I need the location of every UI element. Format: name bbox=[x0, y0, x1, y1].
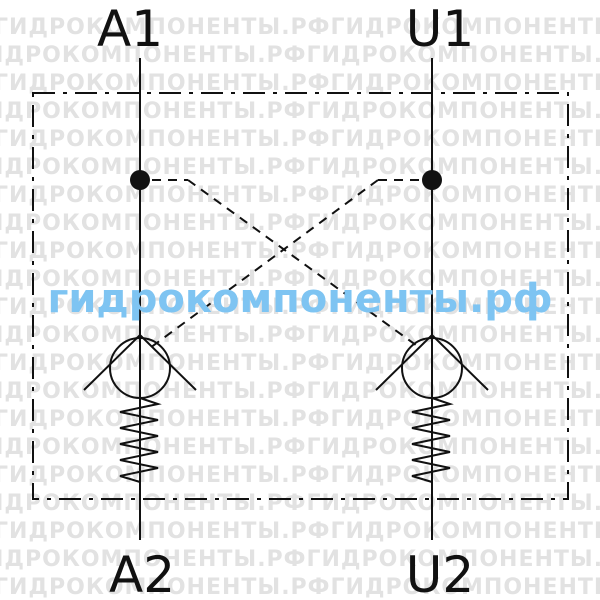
check-valve-left bbox=[83, 333, 197, 483]
main-watermark: гидрокомпоненты.рф bbox=[47, 276, 552, 322]
watermark-row: ГИДРОКОМПОНЕНТЫ.РФГИДРОКОМПОНЕНТЫ.РФГИДР… bbox=[0, 463, 600, 488]
watermark-row: ГИДРОКОМПОНЕНТЫ.РФГИДРОКОМПОНЕНТЫ.РФГИДР… bbox=[0, 351, 600, 376]
watermark-row: ГИДРОКОМПОНЕНТЫ.РФГИДРОКОМПОНЕНТЫ.РФГИДР… bbox=[0, 323, 600, 348]
check-valve-left-spring bbox=[119, 397, 162, 483]
watermark-row: ГИДРОКОМПОНЕНТЫ.РФГИДРОКОМПОНЕНТЫ.РФГИДР… bbox=[0, 127, 600, 152]
port-label-u2: U2 bbox=[406, 546, 474, 600]
watermark-row: ГИДРОКОМПОНЕНТЫ.РФГИДРОКОМПОНЕНТЫ.РФГИДР… bbox=[0, 519, 600, 544]
watermark-row: ГИДРОКОМПОНЕНТЫ.РФГИДРОКОМПОНЕНТЫ.РФГИДР… bbox=[0, 575, 600, 600]
check-valve-left-seat bbox=[83, 333, 197, 391]
port-label-a2: A2 bbox=[109, 546, 175, 600]
watermark-pattern: ГИДРОКОМПОНЕНТЫ.РФГИДРОКОМПОНЕНТЫ.РФГИДР… bbox=[0, 15, 600, 600]
watermark-row: ГИДРОКОМПОНЕНТЫ.РФГИДРОКОМПОНЕНТЫ.РФГИДР… bbox=[0, 15, 600, 40]
valve-enclosure bbox=[32, 92, 569, 500]
check-valve-right-spring bbox=[411, 397, 454, 483]
watermark-row: ГИДРОКОМПОНЕНТЫ.РФГИДРОКОМПОНЕНТЫ.РФГИДР… bbox=[0, 491, 600, 516]
port-label-u1: U1 bbox=[406, 0, 474, 58]
port-label-a1: A1 bbox=[97, 0, 163, 58]
watermark-row: ГИДРОКОМПОНЕНТЫ.РФГИДРОКОМПОНЕНТЫ.РФГИДР… bbox=[0, 211, 600, 236]
watermark-row: ГИДРОКОМПОНЕНТЫ.РФГИДРОКОМПОНЕНТЫ.РФГИДР… bbox=[0, 547, 600, 572]
watermark-row: ГИДРОКОМПОНЕНТЫ.РФГИДРОКОМПОНЕНТЫ.РФГИДР… bbox=[0, 407, 600, 432]
check-valve-right bbox=[375, 333, 489, 483]
check-valve-right-seat bbox=[375, 333, 489, 391]
watermark-row: ГИДРОКОМПОНЕНТЫ.РФГИДРОКОМПОНЕНТЫ.РФГИДР… bbox=[0, 43, 600, 68]
watermark-row: ГИДРОКОМПОНЕНТЫ.РФГИДРОКОМПОНЕНТЫ.РФГИДР… bbox=[0, 239, 600, 264]
junction-dot-right bbox=[422, 170, 442, 190]
junction-dot-left bbox=[130, 170, 150, 190]
watermark-row: ГИДРОКОМПОНЕНТЫ.РФГИДРОКОМПОНЕНТЫ.РФГИДР… bbox=[0, 183, 600, 208]
watermark-row: ГИДРОКОМПОНЕНТЫ.РФГИДРОКОМПОНЕНТЫ.РФГИДР… bbox=[0, 267, 600, 292]
watermark-row: ГИДРОКОМПОНЕНТЫ.РФГИДРОКОМПОНЕНТЫ.РФГИДР… bbox=[0, 99, 600, 124]
watermark-row: ГИДРОКОМПОНЕНТЫ.РФГИДРОКОМПОНЕНТЫ.РФГИДР… bbox=[0, 435, 600, 460]
watermark-row: ГИДРОКОМПОНЕНТЫ.РФГИДРОКОМПОНЕНТЫ.РФГИДР… bbox=[0, 155, 600, 180]
watermark-row: ГИДРОКОМПОНЕНТЫ.РФГИДРОКОМПОНЕНТЫ.РФГИДР… bbox=[0, 379, 600, 404]
watermark-row: ГИДРОКОМПОНЕНТЫ.РФГИДРОКОМПОНЕНТЫ.РФГИДР… bbox=[0, 71, 600, 96]
watermark-row: ГИДРОКОМПОНЕНТЫ.РФГИДРОКОМПОНЕНТЫ.РФГИДР… bbox=[0, 295, 600, 320]
